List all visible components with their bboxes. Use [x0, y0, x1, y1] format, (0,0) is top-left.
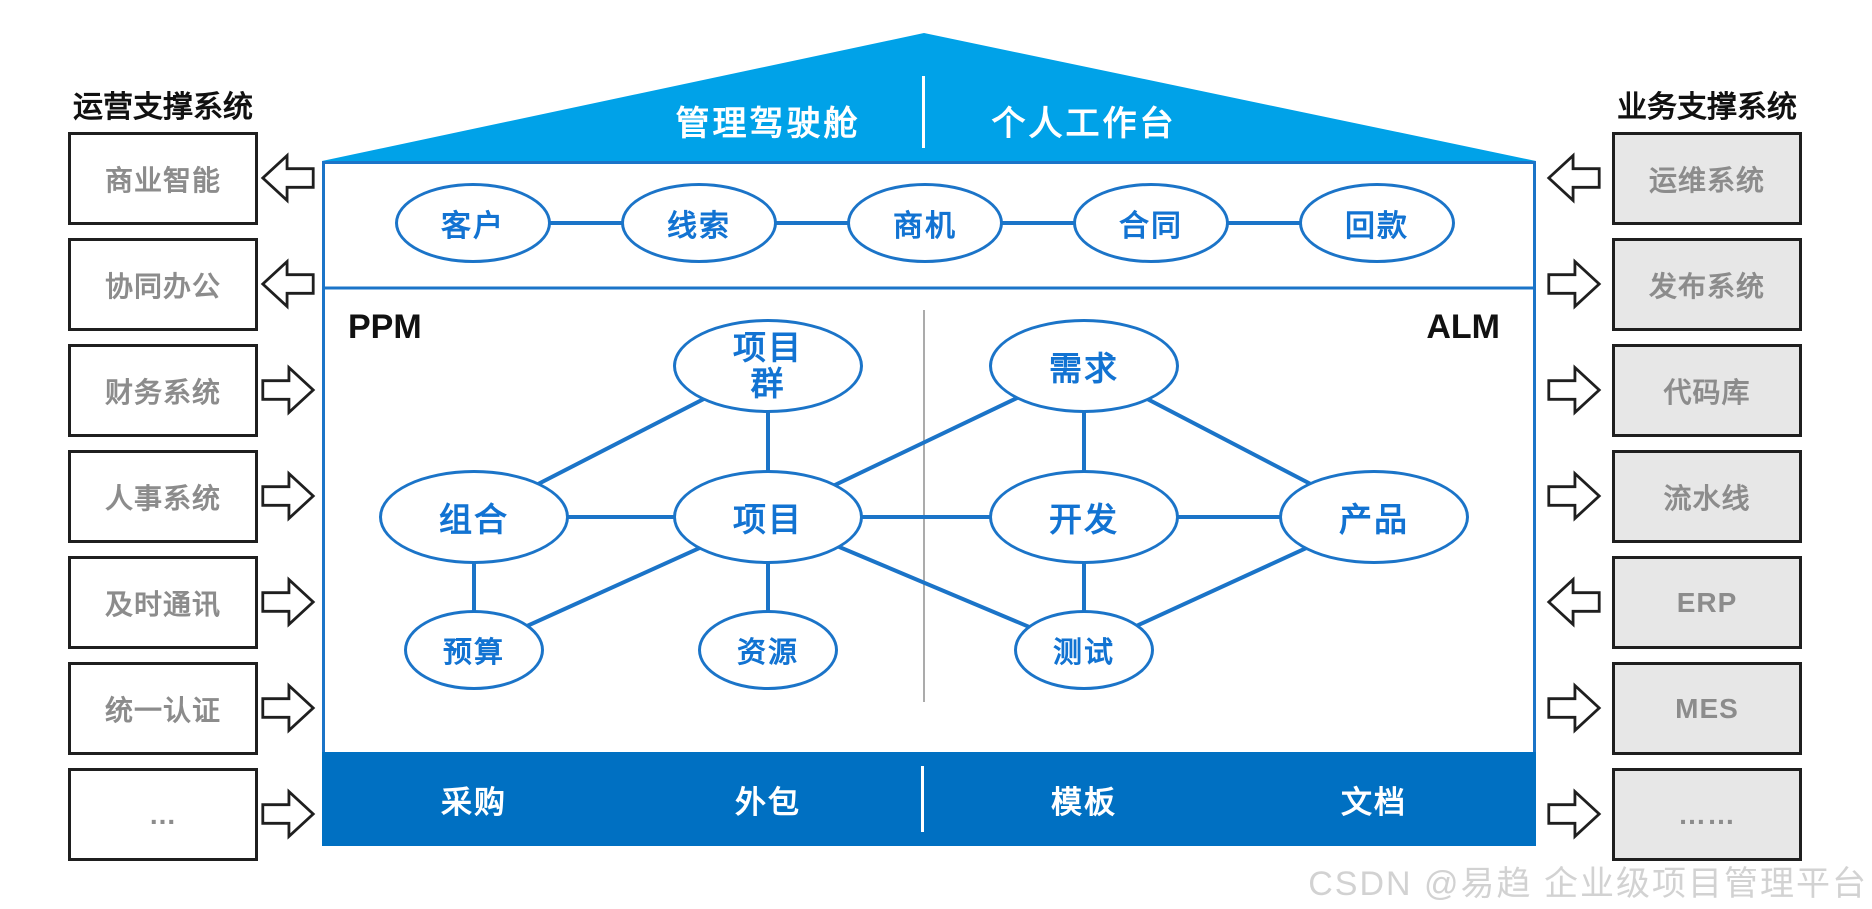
crm-node-payment: 回款: [1299, 183, 1455, 263]
arrow-right-icon: [1546, 257, 1602, 311]
arrow-right-icon: [260, 787, 316, 841]
arrow-right-icon: [1546, 363, 1602, 417]
node-product: 产品: [1279, 470, 1469, 564]
left-item-finance: 财务系统: [68, 344, 258, 437]
roof-divider: [922, 76, 925, 148]
left-item-hr: 人事系统: [68, 450, 258, 543]
arrow-left-icon: [1546, 575, 1602, 629]
band-label-outsourcing: 外包: [735, 784, 801, 820]
section-label-alm: ALM: [1426, 308, 1500, 346]
left-item-bi: 商业智能: [68, 132, 258, 225]
roof-label-dashboard: 管理驾驶舱: [675, 105, 861, 143]
arrow-right-icon: [260, 469, 316, 523]
arrow-right-icon: [260, 575, 316, 629]
left-panel-title: 运营支撑系统: [73, 91, 253, 124]
arrow-right-icon: [1546, 787, 1602, 841]
band-label-procurement: 采购: [441, 784, 507, 820]
roof-label-workbench: 个人工作台: [991, 105, 1177, 143]
right-item-pipeline: 流水线: [1612, 450, 1802, 543]
right-item-code-repo: 代码库: [1612, 344, 1802, 437]
crm-node-lead: 线索: [621, 183, 777, 263]
node-development: 开发: [989, 470, 1179, 564]
arrow-right-icon: [1546, 469, 1602, 523]
node-portfolio: 组合: [379, 470, 569, 564]
node-project: 项目: [673, 470, 863, 564]
left-item-collaboration: 协同办公: [68, 238, 258, 331]
left-item-more: ...: [68, 768, 258, 861]
node-resource: 资源: [698, 610, 838, 690]
node-test: 测试: [1014, 610, 1154, 690]
watermark: CSDN @易趋 企业级项目管理平台: [1308, 865, 1868, 903]
node-program: 项目群: [673, 319, 863, 413]
band-divider: [921, 766, 924, 832]
arrow-left-icon: [1546, 151, 1602, 205]
arrow-right-icon: [1546, 681, 1602, 735]
arrow-left-icon: [260, 151, 316, 205]
node-budget: 预算: [404, 610, 544, 690]
arrow-left-icon: [260, 257, 316, 311]
right-panel-title: 业务支撑系统: [1617, 91, 1797, 124]
bottom-band: 采购 外包 模板 文档: [322, 752, 1536, 846]
right-item-erp: ERP: [1612, 556, 1802, 649]
right-item-ops: 运维系统: [1612, 132, 1802, 225]
band-label-document: 文档: [1341, 784, 1407, 820]
right-item-mes: MES: [1612, 662, 1802, 755]
arrow-right-icon: [260, 681, 316, 735]
arrow-right-icon: [260, 363, 316, 417]
crm-node-customer: 客户: [395, 183, 551, 263]
crm-node-opportunity: 商机: [847, 183, 1003, 263]
node-requirement: 需求: [989, 319, 1179, 413]
section-label-ppm: PPM: [348, 308, 422, 346]
right-item-release: 发布系统: [1612, 238, 1802, 331]
left-item-sso: 统一认证: [68, 662, 258, 755]
crm-node-contract: 合同: [1073, 183, 1229, 263]
roof-triangle: [322, 33, 1536, 161]
left-item-im: 及时通讯: [68, 556, 258, 649]
band-label-template: 模板: [1051, 784, 1117, 820]
right-item-more: ……: [1612, 768, 1802, 861]
